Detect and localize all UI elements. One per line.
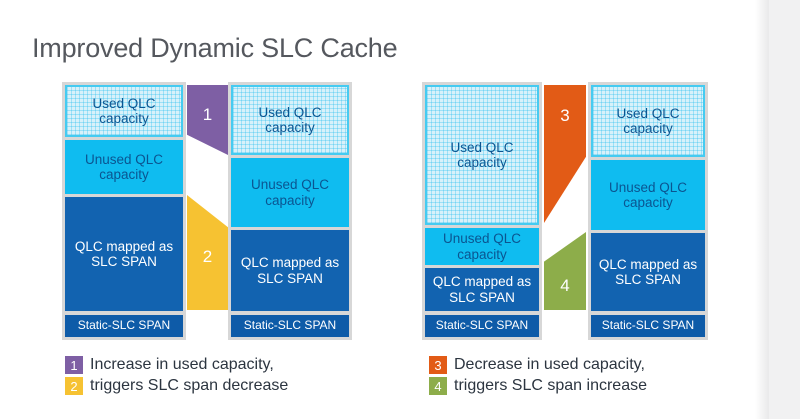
segment-used-qlc-label: Used QLC capacity	[616, 105, 680, 136]
connector-3-decrease-arrow: 3	[544, 85, 586, 223]
legend-swatch-3: 3	[429, 356, 447, 374]
legend-text-3: Decrease in used capacity,	[454, 356, 645, 373]
page-edge-shadow	[755, 0, 769, 419]
segment-static-slc-span-label: Static-SLC SPAN	[77, 318, 171, 333]
bar-decrease-before: Used QLC capacity Unused QLC capacity QL…	[422, 82, 542, 340]
segment-unused-qlc: Unused QLC capacity	[65, 140, 183, 194]
legend-swatch-2: 2	[65, 377, 83, 395]
segment-static-slc-span-label: Static-SLC SPAN	[601, 318, 695, 333]
segment-slc-span: QLC mapped as SLC SPAN	[231, 230, 349, 311]
segment-used-qlc-label: Used QLC capacity	[450, 139, 514, 170]
segment-unused-qlc: Unused QLC capacity	[231, 158, 349, 227]
legend-swatch-1: 1	[65, 356, 83, 374]
connector-4-span-increase-arrow: 4	[544, 232, 586, 310]
connector-1-number: 1	[202, 105, 213, 124]
segment-static-slc-span-label: Static-SLC SPAN	[243, 318, 337, 333]
connector-3-number: 3	[560, 106, 570, 125]
segment-used-qlc-label: Used QLC capacity	[258, 104, 322, 135]
segment-static-slc-span-label: Static-SLC SPAN	[435, 318, 529, 333]
segment-static-slc-span: Static-SLC SPAN	[425, 315, 539, 337]
segment-static-slc-span: Static-SLC SPAN	[591, 315, 705, 337]
segment-used-qlc-label: Used QLC capacity	[92, 95, 156, 126]
page-edge-strip	[769, 0, 800, 419]
segment-unused-qlc-label: Unused QLC capacity	[442, 231, 522, 262]
connector-2-number: 2	[202, 247, 213, 266]
segment-slc-span-label: QLC mapped as SLC SPAN	[598, 256, 698, 287]
segment-slc-span: QLC mapped as SLC SPAN	[65, 197, 183, 311]
connector-2-span-decrease-arrow: 2	[187, 195, 228, 310]
segment-static-slc-span: Static-SLC SPAN	[65, 315, 183, 337]
legend-text-1: Increase in used capacity,	[90, 356, 274, 373]
segment-unused-qlc-label: Unused QLC capacity	[608, 179, 688, 210]
segment-unused-qlc: Unused QLC capacity	[591, 160, 705, 230]
segment-static-slc-span: Static-SLC SPAN	[231, 315, 349, 337]
bar-increase-before: Used QLC capacity Unused QLC capacity QL…	[62, 82, 186, 340]
segment-slc-span-label: QLC mapped as SLC SPAN	[432, 274, 532, 305]
page-title: Improved Dynamic SLC Cache	[32, 33, 398, 63]
segment-unused-qlc-label: Unused QLC capacity	[84, 151, 164, 182]
legend-text-4: triggers SLC span increase	[454, 377, 647, 394]
bar-decrease-after: Used QLC capacity Unused QLC capacity QL…	[588, 82, 708, 340]
connector-1-increase-arrow: 1	[187, 85, 228, 155]
bar-increase-after: Used QLC capacity Unused QLC capacity QL…	[228, 82, 352, 340]
legend-text-2: triggers SLC span decrease	[90, 377, 289, 394]
segment-unused-qlc-label: Unused QLC capacity	[250, 177, 330, 208]
connector-4-number: 4	[560, 276, 570, 295]
segment-used-qlc: Used QLC capacity	[591, 85, 705, 157]
segment-slc-span-label: QLC mapped as SLC SPAN	[240, 255, 340, 286]
legend-swatch-4: 4	[429, 377, 447, 395]
segment-slc-span-label: QLC mapped as SLC SPAN	[74, 238, 174, 269]
segment-used-qlc: Used QLC capacity	[231, 85, 349, 155]
segment-used-qlc: Used QLC capacity	[65, 85, 183, 137]
segment-slc-span: QLC mapped as SLC SPAN	[425, 268, 539, 311]
segment-unused-qlc: Unused QLC capacity	[425, 228, 539, 265]
segment-slc-span: QLC mapped as SLC SPAN	[591, 233, 705, 311]
segment-used-qlc: Used QLC capacity	[425, 85, 539, 225]
